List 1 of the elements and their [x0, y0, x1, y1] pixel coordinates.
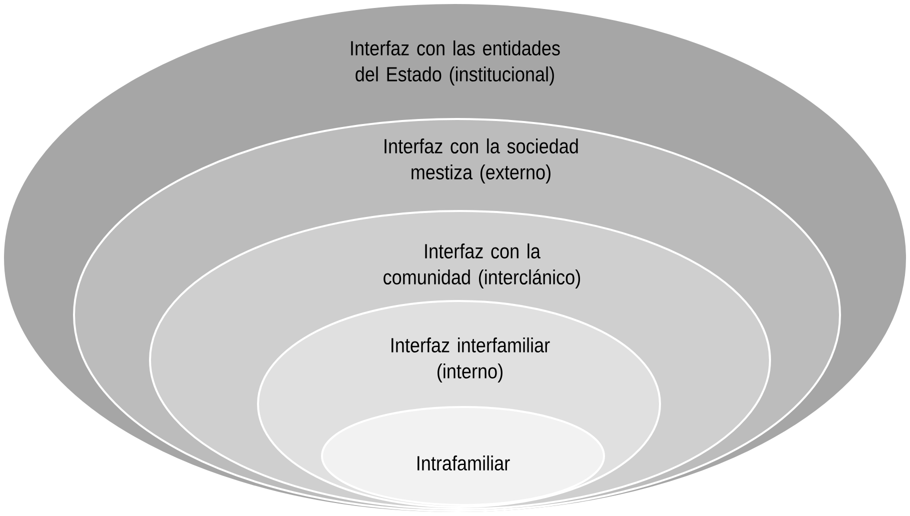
ellipse-layer: Intrafamiliar — [321, 406, 605, 506]
